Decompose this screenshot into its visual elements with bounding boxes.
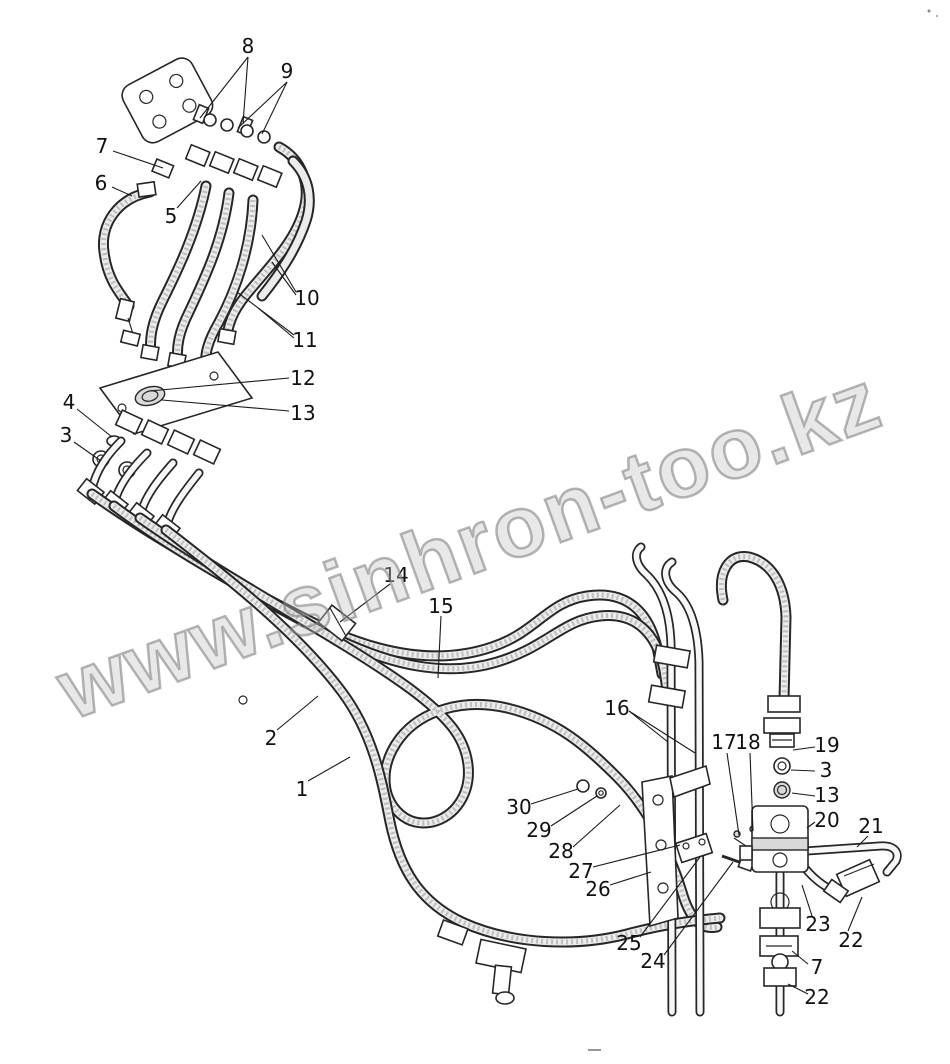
leader-line-30 (530, 788, 579, 805)
leader-line-8 (242, 56, 249, 125)
intermediate-plate-12 (98, 351, 254, 435)
callout-19: 19 (814, 733, 839, 757)
hose-6-lower-fittings (114, 297, 142, 347)
leader-line-9 (237, 81, 288, 129)
valve-assembly-20 (739, 695, 897, 1012)
leader-line-29 (550, 795, 598, 827)
bolt-30-washer-29 (576, 779, 607, 799)
leader-line-22 (787, 983, 809, 995)
leader-line-3 (73, 441, 102, 462)
leader-line-27 (592, 844, 681, 868)
mounting-plate (121, 57, 214, 144)
leader-line-3 (790, 769, 816, 772)
callout-11: 11 (292, 328, 317, 352)
vertical-pipes-16 (636, 547, 700, 1012)
leader-line-14 (339, 583, 391, 623)
callout-7: 7 (811, 955, 824, 979)
callout-4: 4 (63, 390, 76, 414)
callout-26: 26 (585, 877, 610, 901)
callout-3: 3 (820, 758, 833, 782)
callout-3: 3 (60, 423, 73, 447)
leader-line-7 (112, 150, 164, 169)
hose-6 (103, 192, 150, 306)
callout-13: 13 (814, 783, 839, 807)
callout-16: 16 (604, 696, 629, 720)
leader-line-26 (609, 871, 652, 886)
callout-13: 13 (290, 401, 315, 425)
callout-15: 15 (428, 594, 453, 618)
leader-line-1 (307, 756, 351, 782)
clamp-14 (317, 603, 357, 643)
callout-7: 7 (96, 134, 109, 158)
callout-21: 21 (858, 814, 883, 838)
tee-assembly (436, 919, 527, 1005)
union-bank-5 (184, 143, 283, 189)
under-plate-fittings (106, 409, 222, 465)
leader-line-7 (791, 950, 809, 965)
leader-line-22 (847, 896, 863, 932)
leader-lines (73, 56, 869, 995)
leader-line-21 (856, 835, 869, 848)
callout-2: 2 (265, 726, 278, 750)
callout-10: 10 (294, 286, 319, 310)
leader-line-6 (111, 186, 133, 197)
scan-artifacts (588, 9, 938, 1051)
leader-line-11 (257, 307, 295, 339)
leader-line-10 (271, 261, 297, 296)
callout-30: 30 (506, 795, 531, 819)
callout-8: 8 (242, 34, 255, 58)
leader-line-5 (176, 180, 202, 209)
leader-line-13 (791, 792, 816, 797)
leader-line-12 (149, 377, 290, 392)
leader-line-16 (628, 710, 696, 754)
leader-line-17 (726, 752, 740, 836)
small-ring (238, 695, 248, 705)
leader-line-18 (749, 752, 754, 832)
leader-line-10 (261, 234, 297, 293)
leader-line-28 (572, 804, 621, 848)
callout-17: 17 (711, 730, 736, 754)
callout-1: 1 (296, 777, 309, 801)
callout-14: 14 (383, 563, 408, 587)
callout-18: 18 (735, 730, 760, 754)
washers-9 (203, 113, 271, 144)
callout-6: 6 (95, 171, 108, 195)
leader-line-23 (801, 884, 813, 917)
callout-23: 23 (805, 912, 830, 936)
elbow-7 (136, 158, 175, 198)
callout-5: 5 (165, 204, 178, 228)
leader-line-11 (236, 291, 295, 336)
callout-28: 28 (548, 839, 573, 863)
leader-line-4 (76, 408, 113, 438)
callout-24: 24 (640, 949, 665, 973)
callout-29: 29 (526, 818, 551, 842)
leader-line-19 (792, 746, 816, 751)
callout-25: 25 (616, 931, 641, 955)
bracket-26 (641, 764, 711, 928)
callout-22: 22 (838, 928, 863, 952)
leader-line-24 (663, 861, 734, 956)
leader-line-9 (261, 81, 288, 135)
callout-12: 12 (290, 366, 315, 390)
callout-22: 22 (804, 985, 829, 1009)
callout-20: 20 (814, 808, 839, 832)
callout-9: 9 (281, 59, 294, 83)
leader-line-2 (276, 695, 319, 731)
callout-27: 27 (568, 859, 593, 883)
leader-line-8 (199, 56, 249, 119)
leader-line-25 (639, 856, 701, 938)
hose-19 (721, 556, 786, 700)
leader-line-13 (161, 399, 290, 412)
leader-line-16 (628, 710, 669, 743)
leader-line-20 (806, 821, 816, 829)
leader-line-15 (437, 615, 442, 679)
